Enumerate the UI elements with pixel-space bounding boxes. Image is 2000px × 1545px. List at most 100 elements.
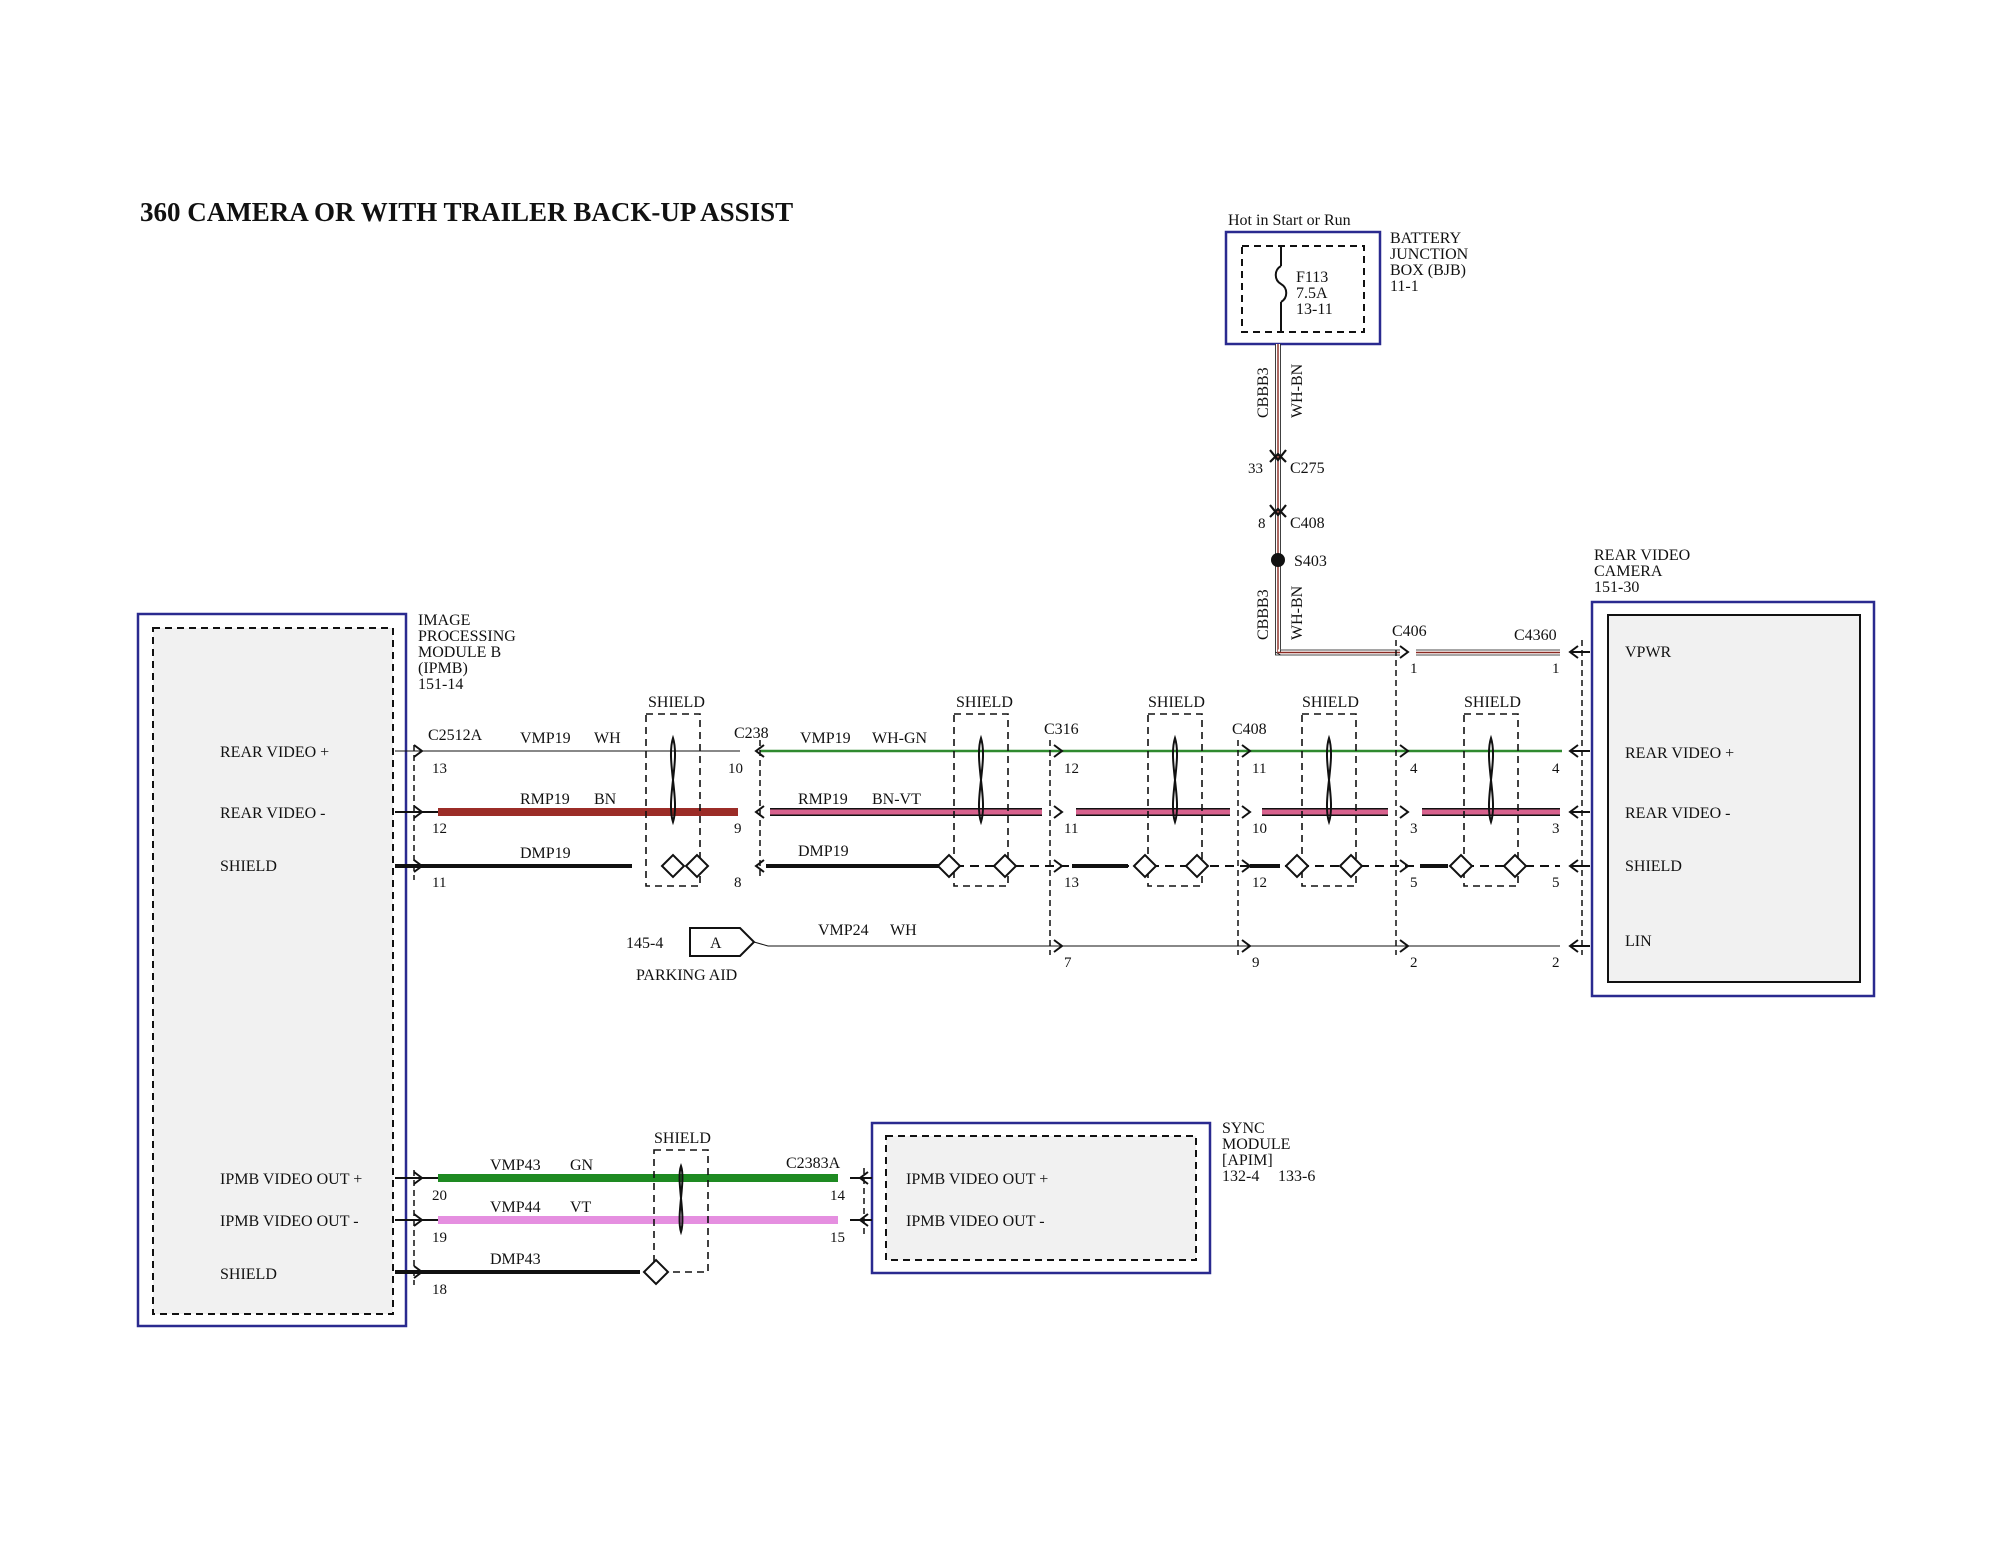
camera-inner-border — [1607, 614, 1861, 983]
ipmb-pin-shield-top: SHIELD — [220, 858, 277, 875]
shield-label-5: SHIELD — [1464, 694, 1521, 711]
c238-pin-10: 10 — [728, 761, 743, 777]
c406-pin-3: 3 — [1410, 821, 1418, 837]
shield-group-4 — [1284, 713, 1364, 887]
label-vmp43-color: GN — [570, 1157, 594, 1174]
c408-pin-9: 9 — [1252, 955, 1260, 971]
c2512a-pin-20: 20 — [432, 1188, 447, 1204]
s403-splice-icon — [1271, 553, 1285, 567]
label-dmp19-a: DMP19 — [520, 845, 571, 862]
ipmb-title-4: (IPMB) — [418, 660, 468, 677]
s403-name: S403 — [1294, 553, 1327, 570]
c2512a-pin-18: 18 — [432, 1282, 447, 1298]
shield-group-5 — [1448, 713, 1528, 887]
c316-name: C316 — [1044, 721, 1079, 738]
c2512a-pin-12: 12 — [432, 821, 447, 837]
c238-name: C238 — [734, 725, 769, 742]
camera-pin-rear-video-minus: REAR VIDEO - — [1625, 805, 1730, 822]
c2383a-name: C2383A — [786, 1155, 841, 1172]
sync-title-1: SYNC — [1222, 1120, 1265, 1137]
sync-ref-1: 132-4 — [1222, 1168, 1259, 1185]
c408-power-name: C408 — [1290, 515, 1325, 532]
c408-connector-icon — [1269, 504, 1287, 517]
ipmb-title-3: MODULE B — [418, 644, 501, 661]
label-vmp19-a: VMP19 — [520, 730, 571, 747]
fuse-ref: 13-11 — [1296, 301, 1333, 318]
battery-junction-box — [1224, 230, 1382, 346]
c238-pin-9: 9 — [734, 821, 742, 837]
power-wire-lower-circuit: CBBB3 — [1255, 589, 1272, 640]
parking-aid-letter: A — [710, 935, 722, 952]
sync-inner-border — [885, 1135, 1197, 1261]
c2512a-pin-11: 11 — [432, 875, 446, 891]
c2383a-pin-14: 14 — [830, 1188, 846, 1204]
label-rmp19-a: RMP19 — [520, 791, 570, 808]
label-vmp24-color: WH — [890, 922, 917, 939]
sync-pin-video-out-plus: IPMB VIDEO OUT + — [906, 1171, 1048, 1188]
power-wire-upper-circuit: CBBB3 — [1255, 367, 1272, 418]
c4360-pin-2: 2 — [1552, 955, 1560, 971]
ipmb-inner-border — [152, 627, 394, 1315]
c408-pin-12: 12 — [1252, 875, 1267, 891]
label-dmp19-b: DMP19 — [798, 843, 849, 860]
shield-label-3: SHIELD — [1148, 694, 1205, 711]
c2512a-name: C2512A — [428, 727, 483, 744]
hot-in-start-label: Hot in Start or Run — [1228, 212, 1351, 229]
camera-pin-shield: SHIELD — [1625, 858, 1682, 875]
shield-label-6: SHIELD — [654, 1130, 711, 1147]
label-rmp19-b: RMP19 — [798, 791, 848, 808]
camera-pin-lin: LIN — [1625, 933, 1652, 950]
label-vmp44-color: VT — [570, 1199, 592, 1216]
c406-pin-2: 2 — [1410, 955, 1418, 971]
c406-name: C406 — [1392, 623, 1427, 640]
c316-pin-12: 12 — [1064, 761, 1079, 777]
shield-label-2: SHIELD — [956, 694, 1013, 711]
power-wire-upper-color: WH-BN — [1289, 363, 1306, 418]
camera-title-1: REAR VIDEO — [1594, 547, 1690, 564]
c406-pin-5: 5 — [1410, 875, 1418, 891]
c275-connector-icon — [1269, 449, 1287, 462]
label-rmp19-a-color: BN — [594, 791, 617, 808]
power-wire-cbbb3 — [1275, 344, 1281, 652]
c406-pin-4: 4 — [1410, 761, 1418, 777]
label-vmp24: VMP24 — [818, 922, 869, 939]
shield-label-4: SHIELD — [1302, 694, 1359, 711]
ipmb-pin-shield-bottom: SHIELD — [220, 1266, 277, 1283]
c2512a-pin-19: 19 — [432, 1230, 447, 1246]
diagram-title: 360 CAMERA OR WITH TRAILER BACK-UP ASSIS… — [140, 197, 793, 227]
c406-pin-1: 1 — [1410, 661, 1418, 677]
ipmb-title-1: IMAGE — [418, 612, 470, 629]
c4360-pin-5: 5 — [1552, 875, 1560, 891]
camera-title-2: CAMERA — [1594, 563, 1663, 580]
bjb-title-3: BOX (BJB) — [1390, 262, 1466, 279]
power-wire-lower-color: WH-BN — [1289, 585, 1306, 640]
label-vmp43: VMP43 — [490, 1157, 541, 1174]
c408-power-pin: 8 — [1258, 516, 1266, 532]
connector-arrow-icons — [413, 645, 1579, 1279]
bjb-title-2: JUNCTION — [1390, 246, 1469, 263]
c4360-pin-3: 3 — [1552, 821, 1560, 837]
sync-title-3: [APIM] — [1222, 1152, 1273, 1169]
sync-title-2: MODULE — [1222, 1136, 1290, 1153]
label-vmp19-b-color: WH-GN — [872, 730, 928, 747]
c4360-name: C4360 — [1514, 627, 1557, 644]
label-vmp19-a-color: WH — [594, 730, 621, 747]
c2383a-pin-15: 15 — [830, 1230, 845, 1246]
camera-pin-rear-video-plus: REAR VIDEO + — [1625, 745, 1734, 762]
c4360-pin-1: 1 — [1552, 661, 1560, 677]
ipmb-pin-video-out-plus: IPMB VIDEO OUT + — [220, 1171, 362, 1188]
fuse-rating: 7.5A — [1296, 285, 1328, 302]
shield-label-1: SHIELD — [648, 694, 705, 711]
ipmb-title-5: 151-14 — [418, 676, 463, 693]
vpwr-wire — [1275, 649, 1590, 656]
c408-pin-10: 10 — [1252, 821, 1267, 837]
c275-name: C275 — [1290, 460, 1325, 477]
parking-aid-connector-icon — [689, 927, 756, 957]
sync-ref-2: 133-6 — [1278, 1168, 1315, 1185]
c4360-pin-4: 4 — [1552, 761, 1560, 777]
shield-group-6 — [642, 1149, 709, 1286]
label-dmp43: DMP43 — [490, 1251, 541, 1268]
camera-title-3: 151-30 — [1594, 579, 1639, 596]
c408-pin-11: 11 — [1252, 761, 1266, 777]
bjb-inner-border — [1241, 245, 1365, 333]
